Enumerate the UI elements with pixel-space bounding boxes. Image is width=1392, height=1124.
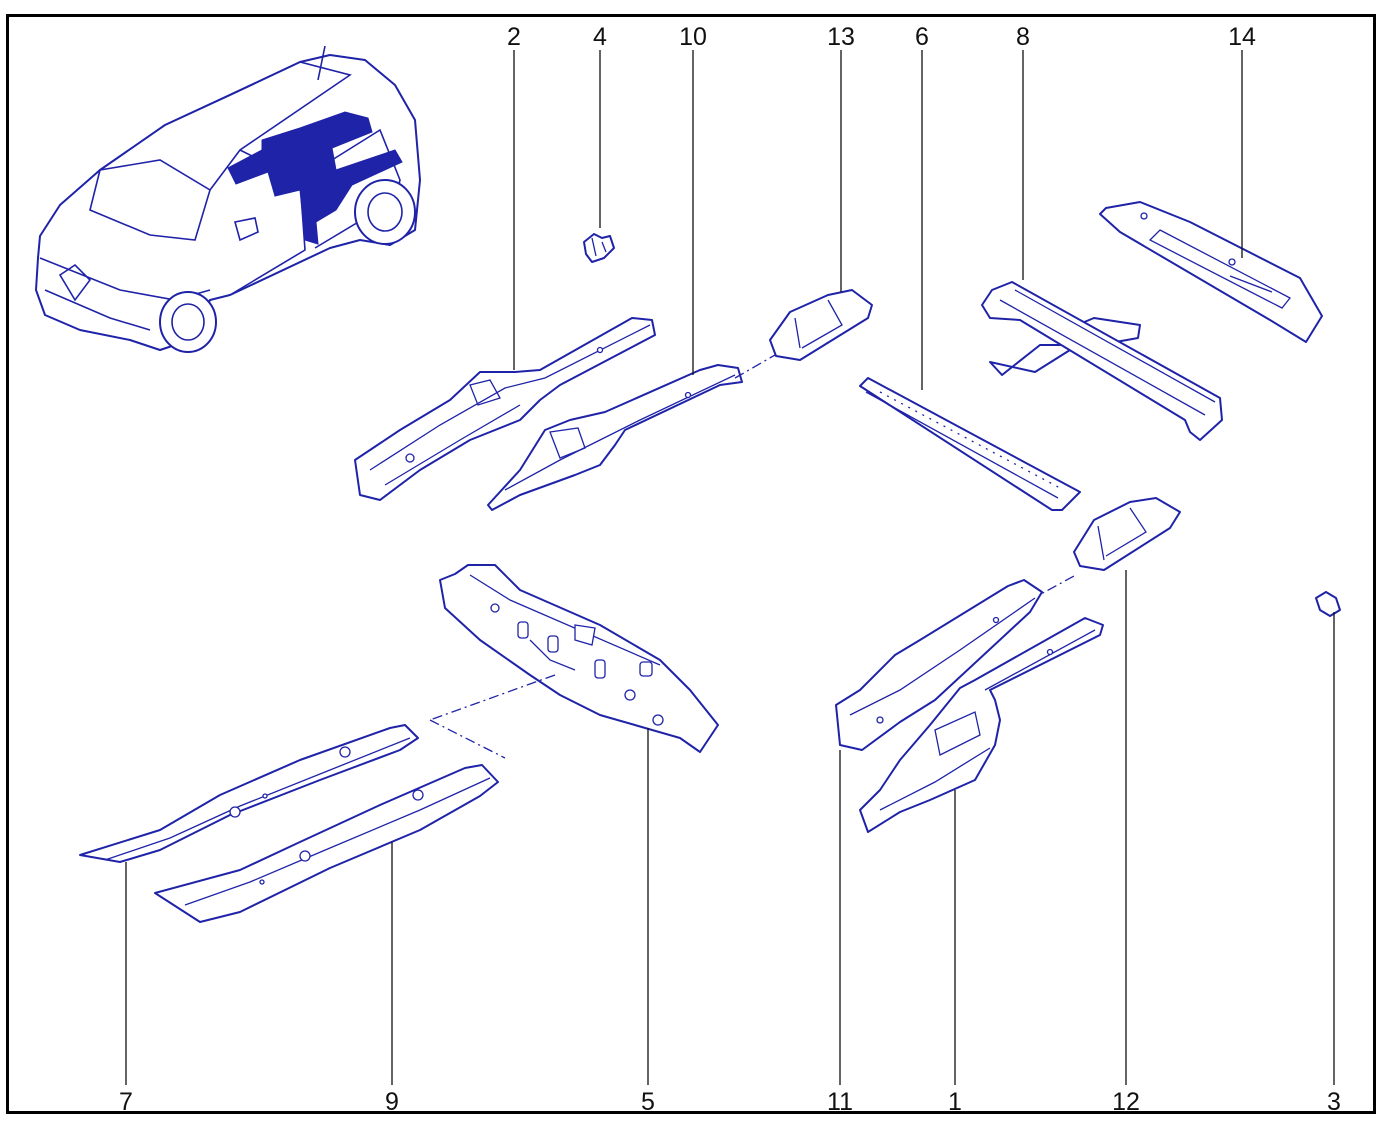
part-9-floor-rail xyxy=(154,764,499,923)
callout-9: 9 xyxy=(385,1088,399,1116)
callout-4: 4 xyxy=(593,23,607,51)
part-7-floor-rail xyxy=(79,724,419,863)
part-1-front-rail xyxy=(859,617,1104,833)
callout-5: 5 xyxy=(641,1088,655,1116)
callout-1: 1 xyxy=(948,1088,962,1116)
callout-13: 13 xyxy=(827,23,855,51)
assembly-line xyxy=(429,674,556,721)
callout-6: 6 xyxy=(915,23,929,51)
leader-lines xyxy=(125,50,1335,1085)
callout-12: 12 xyxy=(1112,1088,1140,1116)
part-2-front-rail xyxy=(354,317,656,501)
assembly-line xyxy=(734,354,776,379)
car-overview xyxy=(35,45,421,353)
callout-2: 2 xyxy=(507,23,521,51)
callout-10: 10 xyxy=(679,23,707,51)
callout-8: 8 xyxy=(1016,23,1030,51)
part-4-clip xyxy=(583,233,615,263)
callout-7: 7 xyxy=(119,1088,133,1116)
part-14-cross-member xyxy=(1099,201,1323,343)
callout-3: 3 xyxy=(1327,1088,1341,1116)
assembly-line xyxy=(429,719,506,759)
part-12-extension xyxy=(1073,497,1181,571)
part-10-front-rail xyxy=(487,364,743,511)
part-6-sill xyxy=(859,377,1081,511)
part-13-extension xyxy=(769,289,873,361)
part-8-cross-member xyxy=(981,281,1223,441)
callout-14: 14 xyxy=(1228,23,1256,51)
callout-11: 11 xyxy=(827,1088,853,1116)
part-5-tunnel xyxy=(439,564,719,753)
part-3-clip xyxy=(1315,591,1341,617)
part-11-front-rail xyxy=(835,579,1043,751)
